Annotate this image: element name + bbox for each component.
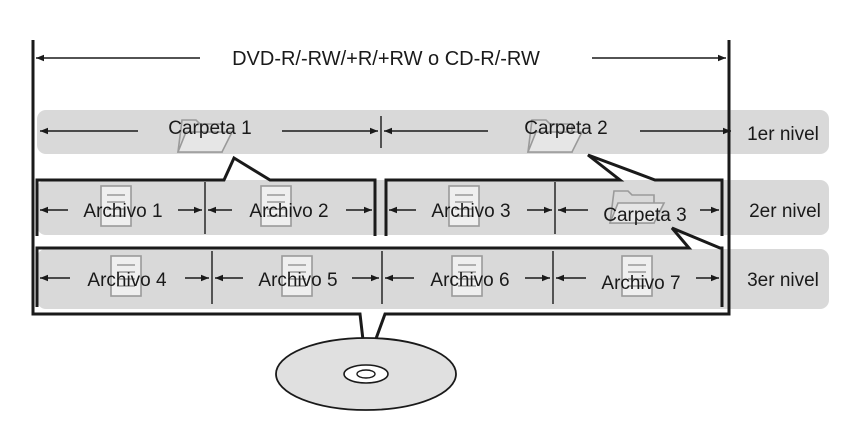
folder-label-1: Carpeta 1 xyxy=(168,118,251,139)
level-label-3: 3er nivel xyxy=(747,270,819,291)
folder-label-3: Carpeta 3 xyxy=(603,205,686,226)
folder-1-contents-outline xyxy=(35,155,377,236)
level-3-row: Archivo 4 Archivo 5 Archivo 6 Archivo 7 … xyxy=(35,226,819,307)
document-icon xyxy=(448,185,480,227)
disc-title: DVD-R/-RW/+R/+RW o CD-R/-RW xyxy=(232,48,540,70)
folder-icon xyxy=(176,119,234,153)
document-icon xyxy=(281,255,313,297)
level-2-row: Archivo 1 Archivo 2 Archivo 3 Carpeta 3 … xyxy=(35,153,821,236)
file-label-3: Archivo 3 xyxy=(431,201,510,222)
document-icon xyxy=(621,255,653,297)
file-label-1: Archivo 1 xyxy=(83,201,162,222)
level-3-contents-outline xyxy=(35,226,724,307)
folder-icon xyxy=(608,190,666,224)
disc-icon xyxy=(275,337,457,411)
folder-label-2: Carpeta 2 xyxy=(524,118,607,139)
file-label-2: Archivo 2 xyxy=(249,201,328,222)
folder-icon xyxy=(526,119,584,153)
document-icon xyxy=(100,185,132,227)
document-icon xyxy=(451,255,483,297)
document-icon xyxy=(260,185,292,227)
level-1-row: Carpeta 1 Carpeta 2 1er nivel xyxy=(40,116,819,153)
level-label-1: 1er nivel xyxy=(747,124,819,145)
file-label-6: Archivo 6 xyxy=(430,270,509,291)
document-icon xyxy=(110,255,142,297)
level-label-2: 2er nivel xyxy=(749,201,821,222)
file-label-4: Archivo 4 xyxy=(87,270,167,291)
file-label-7: Archivo 7 xyxy=(601,273,680,294)
file-label-5: Archivo 5 xyxy=(258,270,337,291)
folder-2-contents-outline xyxy=(384,153,724,236)
level-1-band xyxy=(37,110,829,154)
title-dimension: DVD-R/-RW/+R/+RW o CD-R/-RW xyxy=(36,48,726,70)
